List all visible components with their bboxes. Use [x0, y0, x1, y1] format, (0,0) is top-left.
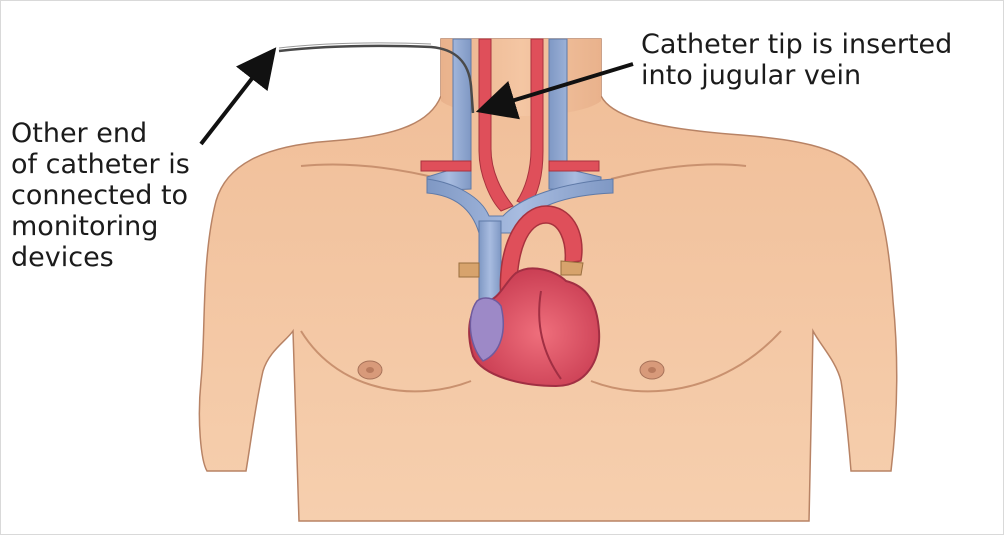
callout-line: Catheter tip is inserted	[641, 29, 952, 60]
arrow-to-catheter-end	[201, 63, 264, 144]
callout-line: Other end	[11, 118, 190, 149]
pulmonary-stub-right	[561, 261, 583, 275]
callout-catheter-other-end: Other end of catheter is connected to mo…	[11, 118, 190, 273]
pulmonary-stub-left	[459, 263, 479, 277]
right-nipple	[640, 361, 664, 379]
callout-line: devices	[11, 242, 190, 273]
right-subclavian-vessel	[549, 161, 599, 171]
callout-catheter-tip: Catheter tip is inserted into jugular ve…	[641, 29, 952, 91]
left-nipple	[358, 361, 382, 379]
callout-line: into jugular vein	[641, 60, 952, 91]
callout-line: monitoring	[11, 211, 190, 242]
callout-line: of catheter is	[11, 149, 190, 180]
left-subclavian-vessel	[421, 161, 471, 171]
callout-line: connected to	[11, 180, 190, 211]
